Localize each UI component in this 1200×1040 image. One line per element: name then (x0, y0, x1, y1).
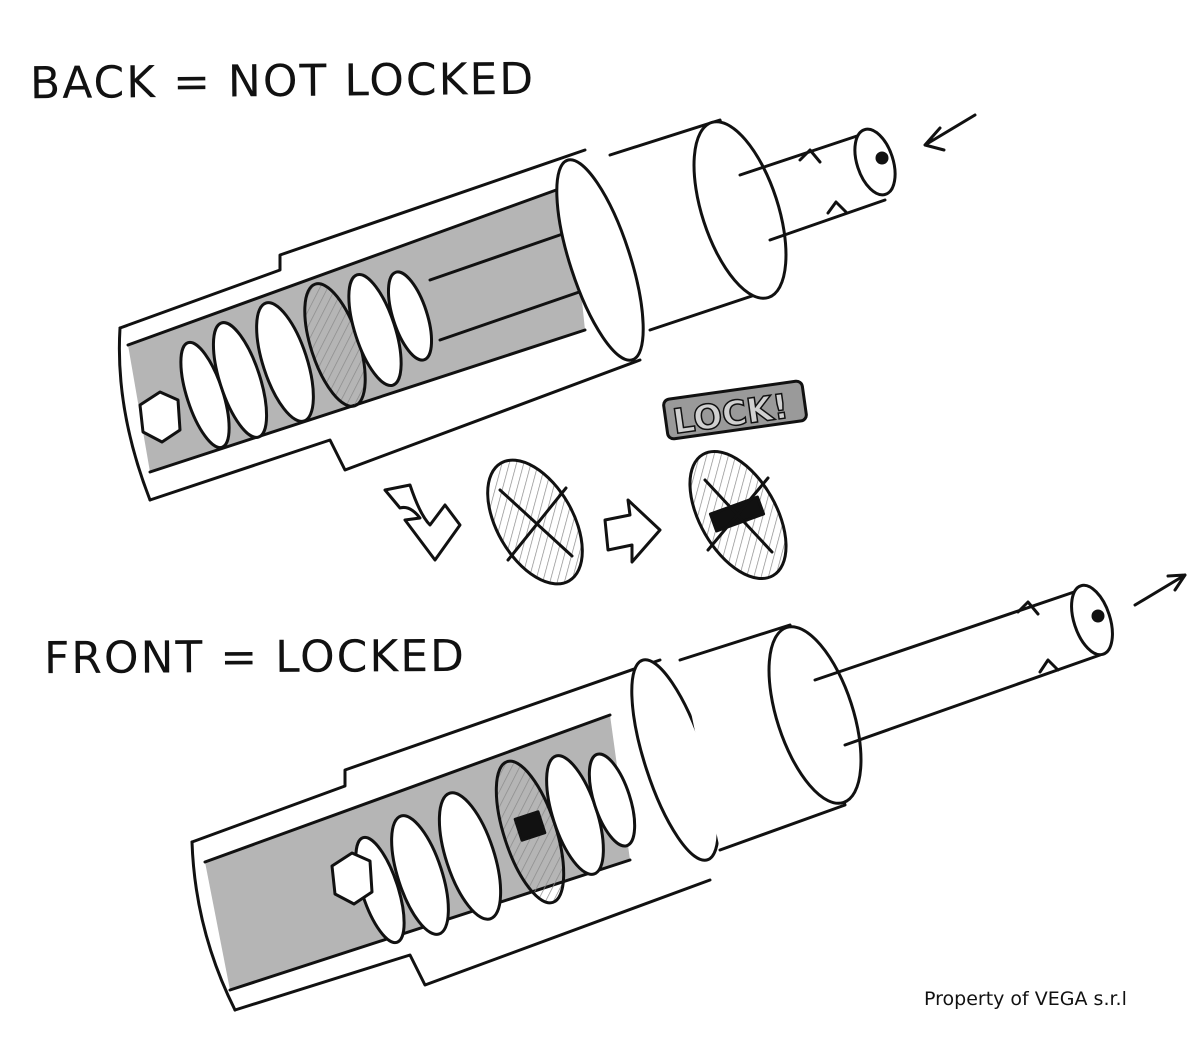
bottom-shaft-end (1070, 583, 1114, 657)
top-tube-cut-edge (117, 326, 152, 502)
top-stack-disc-2 (211, 321, 269, 439)
bottom-stack-disc-3 (437, 791, 503, 921)
top-assembly-not-locked (117, 118, 897, 502)
process-sequence (383, 449, 788, 586)
top-shaft-notch (798, 148, 848, 215)
top-inner-rod (428, 226, 587, 342)
top-tube-outer (118, 148, 642, 502)
bottom-assembly-locked (190, 583, 1114, 1012)
top-shaft-hole (875, 151, 889, 165)
bottom-tube-cut-edge (190, 840, 237, 1012)
bottom-shaft-notch (1016, 600, 1060, 674)
top-shaft (738, 133, 887, 242)
top-shaft-end (853, 127, 897, 197)
top-body-face (692, 120, 788, 300)
top-nut (138, 390, 182, 444)
bottom-stack-disc-2 (390, 814, 450, 936)
bottom-motion-arrow-icon (1133, 573, 1187, 607)
bottom-nut (330, 851, 374, 906)
lock-callout-graphic (662, 379, 808, 441)
top-motion-arrow-icon (923, 113, 977, 152)
block-arrow-icon (603, 498, 662, 564)
credit-text: Property of VEGA s.r.l (924, 988, 1127, 1010)
bottom-shaft-hole (1091, 609, 1105, 623)
ring-disc-locked-split (703, 476, 774, 554)
ring-disc-unlocked-split (498, 486, 574, 562)
bottom-stack-disc-5 (587, 752, 637, 848)
top-collar-ring (555, 158, 645, 362)
top-stack-disc-5 (386, 270, 434, 362)
bottom-lock-key (513, 810, 547, 842)
bottom-body-face (767, 625, 863, 805)
top-stack-disc-3 (255, 301, 315, 423)
rotate-arrow-icon (383, 483, 462, 562)
bottom-tube-outer (190, 658, 712, 1012)
